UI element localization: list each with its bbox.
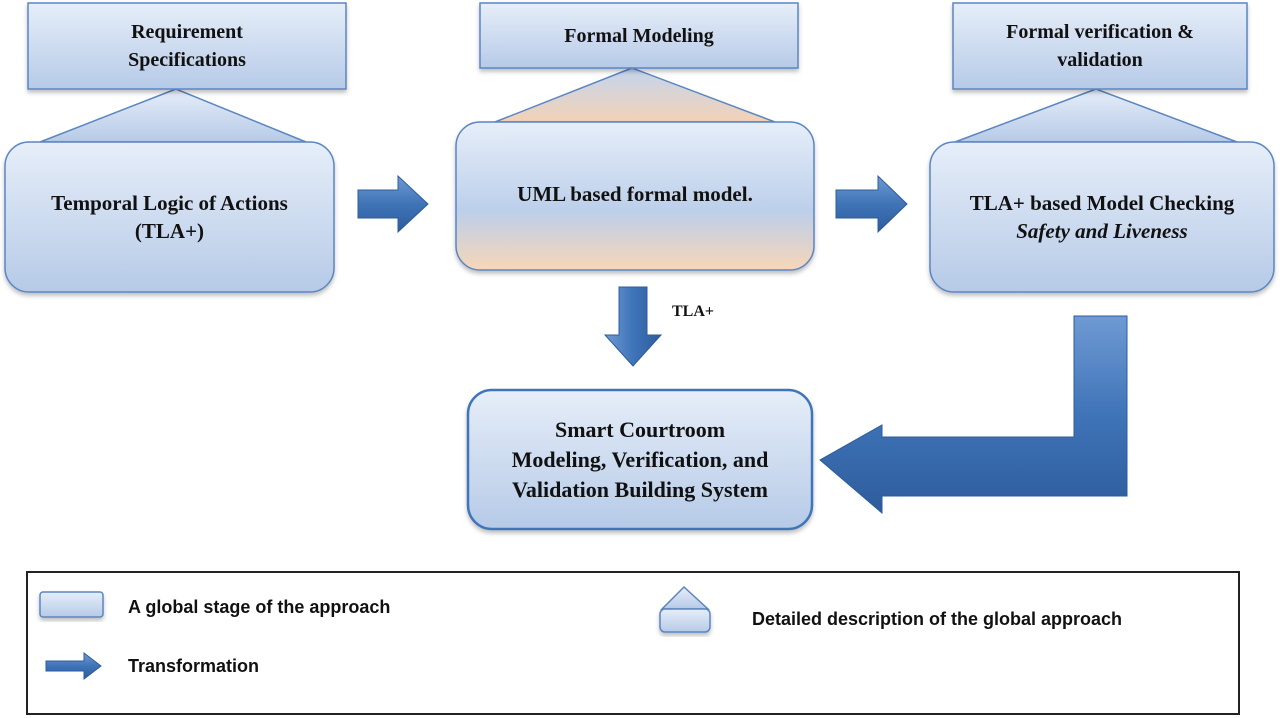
transform-arrow-1 (357, 174, 429, 234)
stage-2-header: Formal Modeling (480, 3, 798, 68)
stage-2-header-box (479, 2, 799, 69)
stage-1-body-box (4, 141, 335, 293)
legend-global-stage-icon (39, 591, 104, 618)
feedback-arrow-l-shaped (819, 315, 1128, 515)
stage-1-header-box (27, 2, 347, 90)
result-box (466, 388, 814, 531)
stage-2-body: UML based formal model. (456, 150, 814, 238)
legend-detailed-description-label: Detailed description of the global appro… (752, 609, 1123, 629)
stage-1-connector-triangle (39, 88, 307, 143)
result-line-3: Validation Building System (512, 477, 768, 502)
stage-3-header-line-2: validation (1057, 49, 1143, 71)
transform-label: TLA+ (672, 303, 715, 320)
stage-2-body-box (455, 121, 815, 271)
stage-3-connector-triangle (954, 88, 1238, 143)
legend-frame (26, 571, 1240, 715)
stage-1-body-line-1: Temporal Logic of Actions (51, 191, 288, 215)
stage-3 (929, 2, 1275, 293)
legend-transformation-icon (45, 651, 102, 681)
stage-3-body-box (929, 141, 1275, 293)
stage-2-connector-triangle (494, 67, 776, 123)
stage-3-header: Formal verification & validation (953, 3, 1247, 89)
stage-3-header-box (952, 2, 1248, 90)
result-line-1: Smart Courtroom (554, 417, 726, 442)
legend-global-stage-label: A global stage of the approach (128, 597, 391, 617)
stage-1-body-line-2: (TLA+) (134, 219, 205, 243)
legend-detailed-description-icon (659, 585, 711, 633)
stage-3-body-line-1: TLA+ based Model Checking (969, 191, 1235, 215)
stage-1-header: Requirement Specifications (28, 3, 346, 89)
stage-2 (455, 2, 815, 271)
result-text: Smart Courtroom Modeling, Verification, … (468, 404, 812, 516)
transform-arrow-2 (835, 174, 908, 234)
stage-3-body-line-2-italic: Safety and Liveness (1016, 219, 1188, 243)
stage-1-body: Temporal Logic of Actions (TLA+) (5, 162, 334, 272)
stage-3-header-line-1: Formal verification & (1006, 21, 1194, 43)
stage-2-body-line-1: UML based formal model. (517, 182, 753, 206)
result-line-2: Modeling, Verification, and (511, 447, 769, 472)
stage-1 (4, 2, 347, 293)
legend-transformation-label: Transformation (128, 656, 260, 676)
stage-1-header-line-2: Specifications (128, 49, 246, 71)
stage-1-header-line-1: Requirement (131, 21, 243, 43)
stage-3-body: TLA+ based Model Checking Safety and Liv… (930, 162, 1274, 272)
stage-2-header-line-1: Formal Modeling (564, 24, 714, 47)
transform-arrow-down (603, 286, 663, 367)
